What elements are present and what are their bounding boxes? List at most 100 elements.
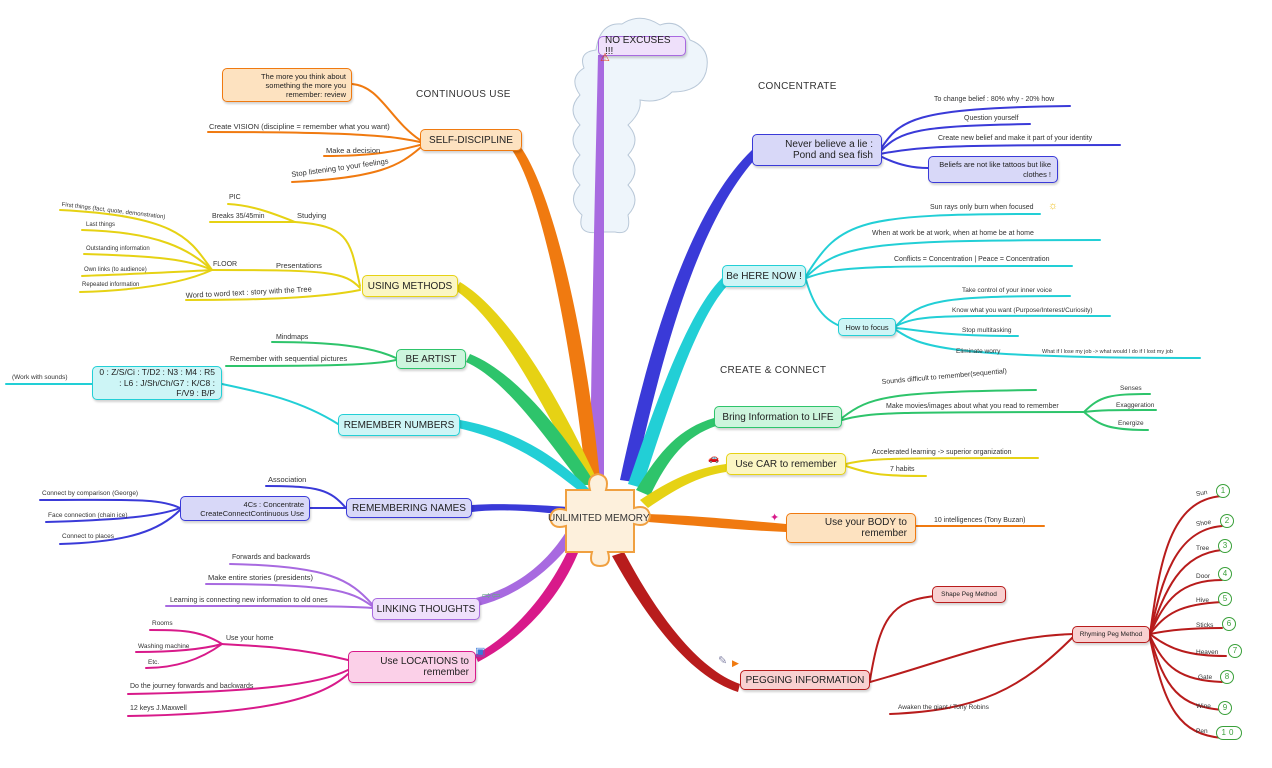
branch-use-locations <box>475 546 580 662</box>
item-make-movies[interactable]: Make movies/images about what you read t… <box>886 403 1059 410</box>
rhyme-word[interactable]: Pen <box>1196 728 1208 735</box>
pen-icon: ✎ <box>718 655 727 667</box>
movie-item[interactable]: Energize <box>1118 420 1144 427</box>
focus-fact[interactable]: Conflicts = Concentration | Peace = Conc… <box>894 256 1050 263</box>
node-be-artist[interactable]: BE ARTIST <box>396 349 466 369</box>
rhyme-word[interactable]: Tree <box>1196 545 1209 552</box>
node-pegging[interactable]: PEGGING INFORMATION <box>740 670 870 690</box>
node-no-excuses[interactable]: NO EXCUSES !!! <box>598 36 686 56</box>
node-self-discipline[interactable]: SELF-DISCIPLINE <box>420 129 522 151</box>
home-item[interactable]: Etc. <box>148 659 159 666</box>
callout-review[interactable]: The more you think about something the m… <box>222 68 352 102</box>
name-item[interactable]: Face connection (chain ice) <box>48 512 128 519</box>
node-use-body[interactable]: Use your BODY to remember <box>786 513 916 543</box>
rhyme-number: 3 <box>1218 539 1232 553</box>
item-association[interactable]: Association <box>268 475 306 484</box>
node-never-believe[interactable]: Never believe a lie : Pond and sea fish <box>752 134 882 166</box>
focus-fact[interactable]: When at work be at work, when at home be… <box>872 230 1034 237</box>
movie-item[interactable]: Exaggeration <box>1116 402 1154 409</box>
focus-item[interactable]: Take control of your inner voice <box>962 287 1052 294</box>
belief-item[interactable]: Question yourself <box>964 115 1018 122</box>
branch-pegging <box>612 552 740 692</box>
node-remember-numbers[interactable]: REMEMBER NUMBERS <box>338 414 460 436</box>
node-rhyming-peg[interactable]: Rhyming Peg Method <box>1072 626 1150 643</box>
node-linking-thoughts[interactable]: LINKING THOUGHTS <box>372 598 480 620</box>
item-pic[interactable]: PIC <box>229 194 241 201</box>
floor-item[interactable]: Repeated information <box>82 282 139 288</box>
sun-icon: ☼ <box>1048 200 1058 212</box>
rhyme-word[interactable]: Gate <box>1198 674 1212 681</box>
item-breaks[interactable]: Breaks 35/45min <box>212 213 265 220</box>
item-sequential-pictures[interactable]: Remember with sequential pictures <box>230 354 347 363</box>
calendar-icon: ▣ <box>475 646 485 658</box>
belief-item[interactable]: To change belief : 80% why - 20% how <box>934 96 1054 103</box>
rhyme-number: 4 <box>1218 567 1232 581</box>
home-item[interactable]: Rooms <box>152 620 173 627</box>
item-floor[interactable]: FLOOR <box>213 261 237 268</box>
rhyme-number: 5 <box>1218 592 1232 606</box>
focus-fact[interactable]: Sun rays only burn when focused <box>930 204 1034 211</box>
arrows-icon: ⇨⇦ <box>482 590 500 602</box>
branch-use-body <box>648 514 786 532</box>
name-item[interactable]: Connect to places <box>62 533 114 540</box>
car-item[interactable]: Accelerated learning -> superior organiz… <box>872 449 1012 456</box>
item-presentations[interactable]: Presentations <box>276 261 322 270</box>
section-concentrate: CONCENTRATE <box>758 81 837 92</box>
name-item[interactable]: Connect by comparison (George) <box>42 490 138 497</box>
node-bring-info[interactable]: Bring Information to LIFE <box>714 406 842 428</box>
section-continuous-use: CONTINUOUS USE <box>416 89 511 100</box>
rhyme-number: 8 <box>1220 670 1234 684</box>
rhyme-word[interactable]: Wine <box>1196 703 1211 710</box>
node-how-to-focus[interactable]: How to focus <box>838 318 896 336</box>
item-journey[interactable]: Do the journey forwards and backwards <box>130 683 253 690</box>
car-icon: 🚗 <box>708 452 719 464</box>
callout-tattoos[interactable]: Beliefs are not like tattoos but like cl… <box>928 156 1058 183</box>
rhyme-number: 7 <box>1228 644 1242 658</box>
floor-item[interactable]: Outstanding information <box>86 246 150 252</box>
rhyme-number: 6 <box>1222 617 1236 631</box>
item-make-decision[interactable]: Make a decision <box>326 146 380 155</box>
body-item[interactable]: 10 intelligences (Tony Buzan) <box>934 517 1025 524</box>
node-shape-peg[interactable]: Shape Peg Method <box>932 586 1006 603</box>
node-using-methods[interactable]: USING METHODS <box>362 275 458 297</box>
rhyme-word[interactable]: Sticks <box>1196 622 1213 629</box>
rhyme-word[interactable]: Door <box>1196 573 1210 580</box>
rhyme-number: 10 <box>1216 726 1242 740</box>
item-awaken-giant[interactable]: Awaken the giant / Tony Robins <box>898 704 989 711</box>
node-remembering-names[interactable]: REMEMBERING NAMES <box>346 498 472 518</box>
rhyme-number: 1 <box>1216 484 1230 498</box>
link-item[interactable]: Make entire stories (presidents) <box>208 573 313 582</box>
item-create-vision[interactable]: Create VISION (discipline = remember wha… <box>209 122 390 131</box>
node-be-here-now[interactable]: Be HERE NOW ! <box>722 265 806 287</box>
item-work-with-sounds[interactable]: (Work with sounds) <box>12 374 68 381</box>
rhyme-word[interactable]: Heaven <box>1196 649 1218 656</box>
flag-icon: ▶ <box>732 657 739 669</box>
floor-item[interactable]: Own links (to audience) <box>84 267 147 273</box>
node-number-code[interactable]: 0 : Z/S/Ci : T/D2 : N3 : M4 : R5 : L6 : … <box>92 366 222 400</box>
focus-item[interactable]: Stop multitasking <box>962 327 1012 334</box>
rhyme-number: 2 <box>1220 514 1234 528</box>
car-item[interactable]: 7 habits <box>890 466 915 473</box>
floor-item[interactable]: Last things <box>86 222 115 228</box>
section-create-connect: CREATE & CONNECT <box>720 365 826 376</box>
person-icon: ✦ <box>770 512 779 524</box>
home-item[interactable]: Washing machine <box>138 643 189 650</box>
item-mindmaps[interactable]: Mindmaps <box>276 334 308 341</box>
movie-item[interactable]: Senses <box>1120 385 1142 392</box>
link-item[interactable]: Forwards and backwards <box>232 554 310 561</box>
node-use-locations[interactable]: Use LOCATIONS to remember <box>348 651 476 683</box>
rhyme-word[interactable]: Hive <box>1196 597 1209 604</box>
item-12-keys[interactable]: 12 keys J.Maxwell <box>130 705 187 712</box>
center-topic[interactable]: UNLIMITED MEMORY <box>548 513 650 524</box>
node-four-cs[interactable]: 4Cs : Concentrate CreateConnectContinuou… <box>180 496 310 521</box>
link-item[interactable]: Learning is connecting new information t… <box>170 597 328 604</box>
warning-icon: ⚠ <box>600 52 610 64</box>
focus-item[interactable]: Eliminate worry <box>956 348 1000 355</box>
worry-note[interactable]: What if I lose my job -> what would I do… <box>1042 349 1173 355</box>
focus-item[interactable]: Know what you want (Purpose/Interest/Cur… <box>952 307 1093 314</box>
item-studying[interactable]: Studying <box>297 211 326 220</box>
node-use-car[interactable]: Use CAR to remember <box>726 453 846 475</box>
belief-item[interactable]: Create new belief and make it part of yo… <box>938 135 1092 142</box>
item-use-home[interactable]: Use your home <box>226 635 273 642</box>
